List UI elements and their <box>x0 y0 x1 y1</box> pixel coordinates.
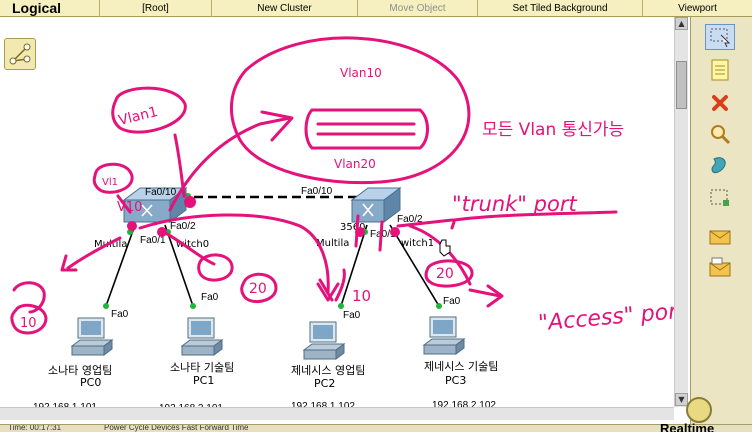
pc3-dept-label: 제네시스 기술팀 <box>424 360 498 373</box>
vertical-scrollbar[interactable]: ▲ ▼ <box>674 17 688 407</box>
port-label: Fa0/10 <box>145 187 177 198</box>
switch0-label-model: Multila <box>94 239 127 250</box>
ink-vl1-small: Vl1 <box>102 177 118 188</box>
port-label: Fa0 <box>111 309 129 320</box>
delete-icon[interactable] <box>705 90 735 116</box>
ink-pc2-10: 10 <box>352 287 371 305</box>
move-object-button[interactable]: Move Object <box>357 0 477 17</box>
workspace-toolbar: Logical [Root] New Cluster Move Object S… <box>0 0 752 17</box>
note-icon[interactable] <box>705 57 735 83</box>
cable-sw1-pc2 <box>340 224 368 307</box>
add-simple-pdu-icon[interactable] <box>705 223 735 249</box>
scroll-up-icon[interactable]: ▲ <box>675 17 688 30</box>
port-label: Fa0/2 <box>170 221 196 232</box>
pc3-ip-label: 192.168.2.102 <box>432 400 496 411</box>
pc3-icon[interactable] <box>422 316 466 355</box>
port-label: Fa0/2 <box>397 214 423 225</box>
pc2-name-label: PC2 <box>314 377 335 390</box>
viewport-button[interactable]: Viewport <box>642 0 752 17</box>
multilayer-switch0[interactable] <box>122 187 188 223</box>
ink-vlan20-bottom: Vlan20 <box>334 157 376 171</box>
ink-trunk-port: "trunk" port <box>452 192 577 216</box>
new-cluster-button[interactable]: New Cluster <box>211 0 357 17</box>
sim-time: Time: 00:17:31 <box>8 424 62 432</box>
port-label: Fa0 <box>201 292 219 303</box>
pc0-icon[interactable] <box>70 317 114 356</box>
topology-canvas: Fa0/10 Fa0/2 Fa0/1 Fa0/10 Fa0/2 Fa0/1 Fa… <box>10 36 688 414</box>
ink-annotations <box>10 36 618 335</box>
pc2-icon[interactable] <box>302 321 346 360</box>
link-light <box>103 303 109 309</box>
port-label: Fa0/1 <box>140 235 166 246</box>
cable-sw0-pc1 <box>164 224 194 307</box>
cable-sw1-pc3 <box>389 224 440 307</box>
link-light <box>436 303 442 309</box>
horizontal-scrollbar[interactable] <box>0 407 674 420</box>
ink-pc0-10: 10 <box>20 316 37 331</box>
ink-vlan10-top: Vlan10 <box>340 66 382 80</box>
navigation-panel-icon[interactable] <box>4 38 36 70</box>
common-tools-palette <box>690 17 752 432</box>
scroll-down-icon[interactable]: ▼ <box>675 393 688 406</box>
ink-pc3-20: 20 <box>436 266 454 282</box>
port-label: Fa0/1 <box>370 229 396 240</box>
pc2-ip-label: 192.168.1.102 <box>291 401 355 412</box>
ink-all-vlan-note: 모든 Vlan 통신가능 <box>482 120 624 140</box>
bubble-outline <box>229 36 471 185</box>
pc2-dept-label: 제네시스 영업팀 <box>291 364 365 377</box>
realtime-mode-label[interactable]: Realtime <box>660 421 715 432</box>
pc0-name-label: PC0 <box>80 376 101 389</box>
status-bar: Time: 00:17:31 Power Cycle Devices Fast … <box>0 424 752 432</box>
logical-workspace[interactable]: Fa0/10 Fa0/2 Fa0/1 Fa0/10 Fa0/2 Fa0/1 Fa… <box>0 17 690 424</box>
switch1-label-model: Multila <box>316 238 349 249</box>
pc1-dept-label: 소나타 기술팀 <box>170 361 234 374</box>
pc3-name-label: PC3 <box>445 374 466 387</box>
switch1-label-num: 3560 <box>340 222 365 233</box>
inspect-icon[interactable] <box>705 121 735 147</box>
multilayer-switch1[interactable] <box>350 187 402 223</box>
switch1-label-name: witch1 <box>401 238 434 249</box>
cable-sw0-pc0 <box>105 224 136 307</box>
port-label: Fa0 <box>343 310 361 321</box>
pc0-dept-label: 소나타 영업팀 <box>48 364 112 377</box>
set-tiled-background-button[interactable]: Set Tiled Background <box>477 0 642 17</box>
link-light <box>190 303 196 309</box>
port-label: Fa0/10 <box>301 186 333 197</box>
resize-icon[interactable] <box>705 185 735 211</box>
ink-pc1-20: 20 <box>249 281 267 297</box>
select-icon[interactable] <box>705 24 735 50</box>
ink-vlan1: Vlan1 <box>117 104 160 129</box>
logical-tab-title: Logical <box>12 0 62 16</box>
hand-cursor-icon <box>439 239 451 257</box>
realtime-clock-icon[interactable] <box>686 397 712 423</box>
ink-v10-sw0: V10 <box>117 200 142 215</box>
time-controls[interactable]: Power Cycle Devices Fast Forward Time <box>104 424 249 432</box>
link-light <box>338 303 344 309</box>
ink-access-port: "Access" port <box>537 298 688 336</box>
pc1-icon[interactable] <box>180 317 224 356</box>
draw-shape-icon[interactable] <box>705 153 735 179</box>
port-label: Fa0 <box>443 296 461 307</box>
root-button[interactable]: [Root] <box>99 0 211 17</box>
scroll-thumb[interactable] <box>676 61 687 109</box>
add-complex-pdu-icon[interactable] <box>705 255 735 281</box>
pc1-name-label: PC1 <box>193 374 214 387</box>
switch0-label-name: witch0 <box>176 239 209 250</box>
